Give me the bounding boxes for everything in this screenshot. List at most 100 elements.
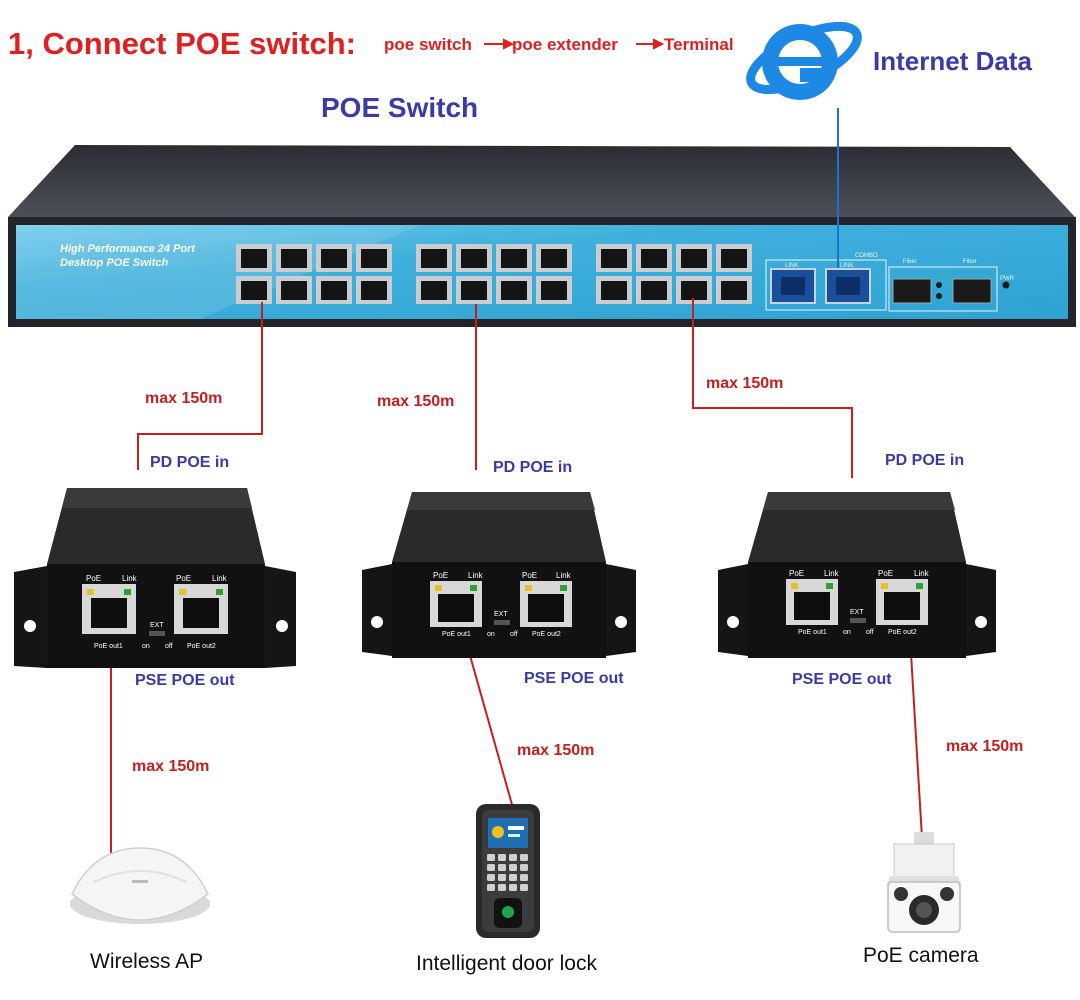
- lock-key-6: [498, 864, 506, 871]
- switch-port-1: [236, 244, 272, 272]
- uplink1-label: LINK: [785, 263, 798, 269]
- switch-port-20: [716, 244, 752, 272]
- distance-label-5: max 150m: [517, 742, 595, 759]
- switch-port-12: [536, 244, 572, 272]
- pse-out-label-2: PSE POE out: [524, 670, 624, 687]
- switch-port-3: [316, 244, 352, 272]
- lock-key-11: [509, 874, 517, 881]
- ext1-poe-label-2: PoE: [176, 574, 191, 583]
- switch-port-21: [596, 276, 632, 304]
- uplink2-label: LINK: [840, 263, 853, 269]
- ext1-off-label: off: [165, 643, 173, 650]
- lock-keypad: [487, 854, 528, 891]
- poe-extender-1: PoE Link PoE Link EXT on off PoE out1 Po…: [14, 488, 296, 668]
- flow-step-extender: poe extender: [512, 35, 618, 54]
- ext1-on-label: on: [142, 643, 150, 650]
- ext2-port-out2: [520, 581, 572, 627]
- pd-in-label-2: PD POE in: [493, 459, 573, 476]
- diagram-title: 1, Connect POE switch:: [8, 26, 356, 61]
- ext1-poe-label: PoE: [86, 574, 101, 583]
- poe-switch-label: POE Switch: [321, 92, 479, 123]
- lock-key-14: [498, 884, 506, 891]
- ext3-link-label-2: Link: [914, 569, 930, 578]
- lock-key-4: [520, 854, 528, 861]
- flow-arrows: [484, 38, 665, 50]
- distance-label-4: max 150m: [132, 758, 210, 775]
- ext3-link-label: Link: [824, 569, 840, 578]
- switch-port-22: [636, 276, 672, 304]
- flow-arrow-1: [503, 38, 515, 50]
- switch-port-8: [356, 276, 392, 304]
- switch-port-2: [276, 244, 312, 272]
- ext2-out1-label: PoE out1: [442, 631, 471, 638]
- lock-key-13: [487, 884, 495, 891]
- panel-text-line2: Desktop POE Switch: [60, 257, 168, 269]
- poe-camera-label: PoE camera: [863, 944, 979, 967]
- switch-port-19: [676, 244, 712, 272]
- lock-key-5: [487, 864, 495, 871]
- pd-in-label-1: PD POE in: [150, 454, 230, 471]
- poe-extender-3: PoE Link PoE Link EXT on off PoE out1 Po…: [718, 492, 996, 658]
- switch-port-7: [316, 276, 352, 304]
- internet-explorer-icon: [746, 21, 862, 100]
- switch-port-24: [716, 276, 752, 304]
- switch-port-9: [416, 244, 452, 272]
- switch-port-14: [456, 276, 492, 304]
- switch-port-10: [456, 244, 492, 272]
- ext2-out2-label: PoE out2: [532, 631, 561, 638]
- pd-in-label-3: PD POE in: [885, 452, 965, 469]
- lock-key-8: [520, 864, 528, 871]
- pwr-led: [1002, 281, 1010, 289]
- ext2-poe-label-2: PoE: [522, 571, 537, 580]
- switch-port-17: [596, 244, 632, 272]
- lock-key-10: [498, 874, 506, 881]
- distance-label-2: max 150m: [377, 393, 455, 410]
- fiber2-label: Fiber: [963, 259, 977, 265]
- switch-port-16: [536, 276, 572, 304]
- poe-switch: High Performance 24 Port Desktop POE Swi…: [8, 145, 1076, 327]
- switch-port-6: [276, 276, 312, 304]
- lock-key-1: [487, 854, 495, 861]
- pse-out-label-3: PSE POE out: [792, 671, 892, 688]
- fiber1-label: Fiber: [903, 259, 917, 265]
- ext1-ext-label: EXT: [150, 622, 164, 629]
- ext2-port-out1: [430, 581, 482, 627]
- ext2-link-label: Link: [468, 571, 484, 580]
- ext2-ext-switch: [494, 620, 510, 625]
- ext1-link-label: Link: [122, 574, 138, 583]
- lock-key-3: [509, 854, 517, 861]
- cable-switch-to-extender-3: [692, 298, 853, 478]
- ext2-on-label: on: [487, 631, 495, 638]
- poe-extender-2: PoE Link PoE Link EXT on off PoE out1 Po…: [362, 492, 636, 658]
- ext3-ext-label: EXT: [850, 609, 864, 616]
- switch-port-15: [496, 276, 532, 304]
- door-lock-image: [476, 804, 540, 938]
- flow-step-terminal: Terminal: [664, 35, 734, 54]
- switch-port-18: [636, 244, 672, 272]
- lock-key-15: [509, 884, 517, 891]
- wireless-ap-image: [70, 847, 210, 924]
- distance-label-6: max 150m: [946, 738, 1024, 755]
- ext3-port-out2: [876, 579, 928, 625]
- ext1-port-out1: [82, 584, 136, 634]
- lock-key-2: [498, 854, 506, 861]
- flow-arrow-2: [653, 38, 665, 50]
- uplink-port-1: [770, 268, 816, 304]
- lock-key-9: [487, 874, 495, 881]
- switch-top-cover: [8, 145, 1075, 217]
- ext1-port-out2: [174, 584, 228, 634]
- pwr-label: PWR: [1000, 276, 1015, 282]
- ext3-poe-label: PoE: [789, 569, 804, 578]
- ext3-on-label: on: [843, 629, 851, 636]
- ext1-ext-switch: [149, 631, 165, 636]
- ext3-port-out1: [786, 579, 838, 625]
- distance-label-1: max 150m: [145, 390, 223, 407]
- poe-camera-image: [886, 832, 962, 933]
- switch-port-11: [496, 244, 532, 272]
- lock-key-7: [509, 864, 517, 871]
- ext3-out2-label: PoE out2: [888, 629, 917, 636]
- switch-port-5: [236, 276, 272, 304]
- ext3-ext-switch: [850, 618, 866, 623]
- flow-step-switch: poe switch: [384, 35, 472, 54]
- wireless-ap-label: Wireless AP: [90, 950, 204, 973]
